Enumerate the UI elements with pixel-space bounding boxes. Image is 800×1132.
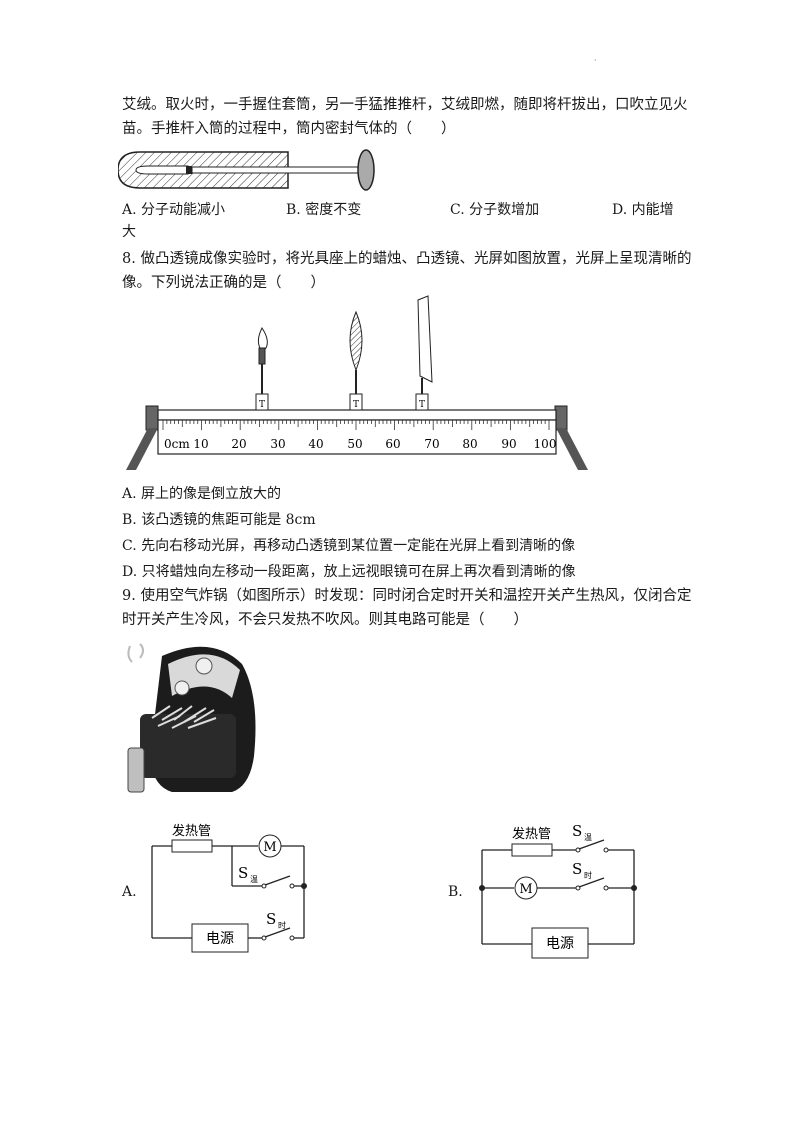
q7-option-d-wrap: 大 — [122, 224, 136, 240]
light-screen: T — [415, 295, 433, 411]
bench-tick-label: 90 — [501, 437, 516, 451]
optical-bench-figure: 0cm 10 20 30 40 50 60 70 80 90 100 T T T — [126, 295, 588, 470]
circuit-a-power-label: 电源 — [206, 931, 234, 947]
circuit-b-switch-timer-sub: 时 — [584, 870, 592, 880]
bench-tick-label: 40 — [308, 437, 323, 451]
circuit-a-switch-timer-sub: 时 — [278, 920, 286, 930]
circuit-a-label: A. — [122, 884, 137, 900]
circuit-b-motor-label: M — [519, 882, 532, 897]
circuit-a-switch-temp-sub: 温 — [250, 875, 258, 884]
heater-resistor — [511, 843, 553, 857]
circuit-a-switch-temp-label: S — [238, 864, 248, 882]
circuit-a-heater-label: 发热管 — [172, 823, 211, 839]
bench-tick-label: 20 — [231, 437, 246, 451]
q7-text-line1: 艾绒。取火时，一手握住套筒，另一手猛推推杆，艾绒即燃，随即将杆拔出，口吹立见火 — [122, 97, 688, 113]
bench-ticks — [162, 420, 550, 430]
q7-text-line2: 苗。手推杆入筒的过程中，筒内密封气体的（ ） — [122, 121, 456, 137]
header-dot: · — [594, 56, 597, 65]
q8-option-b: B. 该凸透镜的焦距可能是 8cm — [122, 512, 316, 528]
convex-lens: T — [349, 310, 363, 411]
heater-resistor — [171, 839, 213, 853]
fire-piston-figure — [118, 149, 375, 191]
circuit-b-diagram: 发热管 S 温 M S 时 电源 — [479, 822, 637, 959]
bench-tick-label: 30 — [270, 437, 285, 451]
air-fryer-figure — [127, 643, 256, 793]
svg-text:T: T — [419, 400, 425, 410]
bench-tick-label: 80 — [462, 437, 477, 451]
bench-unit-label: 0cm — [164, 437, 190, 451]
q8-text-line1: 8. 做凸透镜成像实验时，将光具座上的蜡烛、凸透镜、光屏如图放置，光屏上呈现清晰… — [122, 251, 692, 267]
circuit-b-switch-timer-label: S — [572, 860, 582, 878]
q8-option-d: D. 只将蜡烛向左移动一段距离，放上远视眼镜可在屏上再次看到清晰的像 — [122, 564, 576, 580]
bench-tick-label: 100 — [534, 437, 557, 451]
switch-temp-blade — [264, 875, 291, 886]
bench-tick-label: 50 — [347, 437, 362, 451]
circuit-b-power-label: 电源 — [546, 936, 574, 952]
q8-text-line2: 像。下列说法正确的是（ ） — [122, 275, 325, 291]
circuit-a-switch-timer-label: S — [266, 910, 276, 928]
q7-option-c: C. 分子数增加 — [450, 202, 540, 218]
power-source — [531, 927, 589, 959]
switch-timer-blade — [578, 877, 605, 888]
circuit-b-label: B. — [448, 884, 463, 900]
q8-option-a: A. 屏上的像是倒立放大的 — [122, 486, 282, 502]
q7-option-b: B. 密度不变 — [286, 202, 362, 218]
q7-option-d: D. 内能增 — [612, 202, 674, 218]
svg-text:T: T — [353, 400, 359, 410]
circuit-a-diagram: 发热管 M S 温 电源 S 时 — [151, 823, 307, 953]
bench-tick-label: 70 — [424, 437, 439, 451]
circuit-b-switch-temp-label: S — [572, 822, 582, 840]
candle: T — [255, 327, 269, 411]
svg-text:T: T — [259, 400, 265, 410]
bench-tick-label: 60 — [385, 437, 400, 451]
q9-text-line2: 时开关产生冷风，不会只发热不吹风。则其电路可能是（ ） — [122, 612, 528, 628]
q8-option-c: C. 先向右移动光屏，再移动凸透镜到某位置一定能在光屏上看到清晰的像 — [122, 538, 576, 554]
switch-temp-blade — [578, 839, 605, 850]
q9-text-line1: 9. 使用空气炸锅（如图所示）时发现：同时闭合定时开关和温控开关产生热风，仅闭合… — [122, 588, 692, 604]
circuit-a-motor-label: M — [263, 840, 276, 855]
circuit-b-switch-temp-sub: 温 — [584, 833, 592, 842]
switch-timer-blade — [264, 927, 291, 938]
bench-tick-label: 10 — [193, 437, 208, 451]
circuit-b-heater-label: 发热管 — [512, 826, 551, 842]
q7-option-a: A. 分子动能减小 — [122, 202, 226, 218]
